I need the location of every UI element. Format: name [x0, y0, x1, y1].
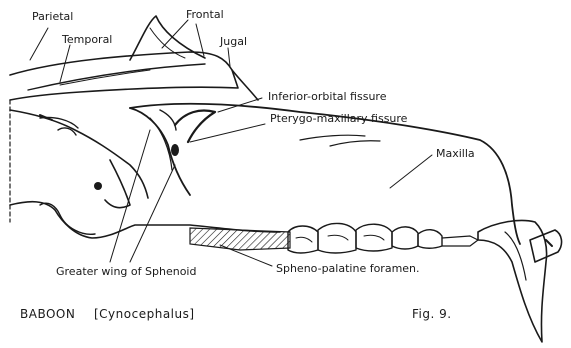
zygomatic-arch — [10, 52, 238, 100]
label-pterygo-maxillary-fissure: Pterygo-maxillary fissure — [270, 112, 408, 125]
caption-title: BABOON — [20, 307, 75, 321]
canine-tooth — [478, 220, 547, 342]
label-parietal: Parietal — [32, 10, 73, 23]
label-greater-wing-of-sphenoid: Greater wing of Sphenoid — [56, 265, 196, 278]
caption-genus: [Cynocephalus] — [94, 307, 195, 321]
label-temporal: Temporal — [61, 33, 112, 46]
orbit-rim — [130, 108, 190, 195]
palate-hatched — [190, 228, 290, 250]
label-inferior-orbital-fissure: Inferior-orbital fissure — [268, 90, 387, 103]
label-spheno-palatine-foramen: Spheno-palatine foramen. — [276, 262, 420, 275]
label-frontal: Frontal — [186, 8, 224, 21]
greater-wing-shape — [105, 160, 130, 208]
temporal-band — [28, 64, 205, 90]
tooth-row — [288, 223, 478, 253]
label-jugal: Jugal — [219, 35, 247, 48]
sphenoid-outline — [10, 110, 148, 198]
jugal-outline — [232, 70, 258, 100]
caption-figure-number: Fig. 9. — [412, 307, 452, 321]
label-maxilla: Maxilla — [436, 147, 475, 160]
